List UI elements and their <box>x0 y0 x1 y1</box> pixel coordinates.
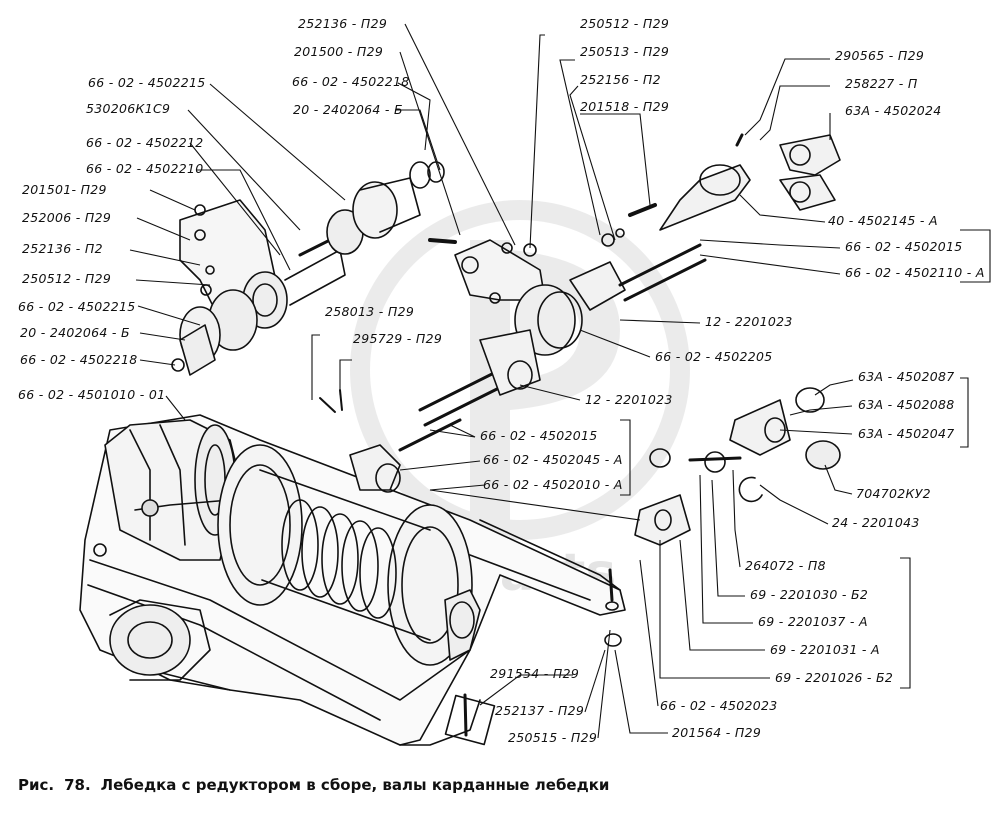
callout-label: 69 - 2201026 - Б2 <box>775 670 894 685</box>
callout-label: 66 - 02 - 4502218 <box>292 74 410 89</box>
figure-caption: Рис. 78. Лебедка с редуктором в сборе, вал… <box>18 776 619 794</box>
callout-label: 258013 - П29 <box>325 304 415 319</box>
callout-label: 66 - 02 - 4502010 - А <box>483 477 623 492</box>
callout-label: 250512 - П29 <box>22 271 112 286</box>
right-universal-joint <box>634 134 841 546</box>
callout-label: 63А - 4502088 <box>858 397 955 412</box>
callout-label: 295729 - П29 <box>353 331 443 346</box>
callout-label: 66 - 02 - 4502205 <box>655 349 773 364</box>
callout-label: 63А - 4502047 <box>858 426 955 441</box>
drum-support-bracket <box>444 589 481 661</box>
callout-label: 12 - 2201023 <box>705 314 793 329</box>
callout-label: 66 - 02 - 4502215 <box>88 75 206 90</box>
callout-label: 290565 - П29 <box>835 48 925 63</box>
callout-label: 66 - 02 - 4502215 <box>18 299 136 314</box>
callout-label: 250515 - П29 <box>508 730 598 745</box>
callout-label: 66 - 02 - 4502015 <box>480 428 598 443</box>
callout-label: 66 - 02 - 4502110 - А <box>845 265 985 280</box>
callout-label: 291554 - П29 <box>490 666 580 681</box>
left-bracket-assembly <box>171 161 445 376</box>
callout-label: 66 - 02 - 4502210 <box>86 161 204 176</box>
callout-label: 252136 - П2 <box>22 241 103 256</box>
callout-label: 66 - 02 - 4502015 <box>845 239 963 254</box>
callout-label: 63А - 4502087 <box>858 369 955 384</box>
callout-label: 20 - 2402064 - Б <box>293 102 403 117</box>
callout-label: 66 - 02 - 4502212 <box>86 135 204 150</box>
callout-label: 530206К1С9 <box>86 101 171 116</box>
callout-label: 252137 - П29 <box>495 703 585 718</box>
callout-label: 40 - 4502145 - А <box>828 213 938 228</box>
callout-label: 63А - 4502024 <box>845 103 942 118</box>
callout-label: 66 - 02 - 4502045 - А <box>483 452 623 467</box>
callout-label: 250513 - П29 <box>580 44 670 59</box>
callout-label: 264072 - П8 <box>745 558 826 573</box>
callout-label: 66 - 02 - 4501010 - 01 <box>18 387 166 402</box>
callout-label: 252006 - П29 <box>22 210 112 225</box>
callout-label: 201564 - П29 <box>672 725 762 740</box>
caption-prefix: Рис. <box>18 776 55 794</box>
callout-label: 20 - 2402064 - Б <box>20 325 130 340</box>
callout-label: 201501- П29 <box>22 182 107 197</box>
caption-number: 78. <box>64 776 91 794</box>
callout-label: 201500 - П29 <box>294 44 384 59</box>
callout-label: 69 - 2201037 - А <box>758 614 868 629</box>
callout-label: 250512 - П29 <box>580 16 670 31</box>
callout-label: 258227 - П <box>845 76 918 91</box>
callout-label: 252156 - П2 <box>580 72 661 87</box>
callout-label: 12 - 2201023 <box>585 392 673 407</box>
callout-label: 704702КУ2 <box>856 486 931 501</box>
callout-label: 69 - 2201030 - Б2 <box>750 587 869 602</box>
leader-lines <box>129 23 991 739</box>
callout-label: 24 - 2201043 <box>832 515 920 530</box>
callout-label: 66 - 02 - 4502218 <box>20 352 138 367</box>
callout-label: 66 - 02 - 4502023 <box>660 698 778 713</box>
callout-label: 201518 - П29 <box>580 99 670 114</box>
callout-label: 69 - 2201031 - А <box>770 642 880 657</box>
callout-label: 252136 - П29 <box>298 16 388 31</box>
center-propeller-shaft <box>349 164 751 493</box>
caption-text: Лебедка с редуктором в сборе, валы карда… <box>100 776 610 794</box>
